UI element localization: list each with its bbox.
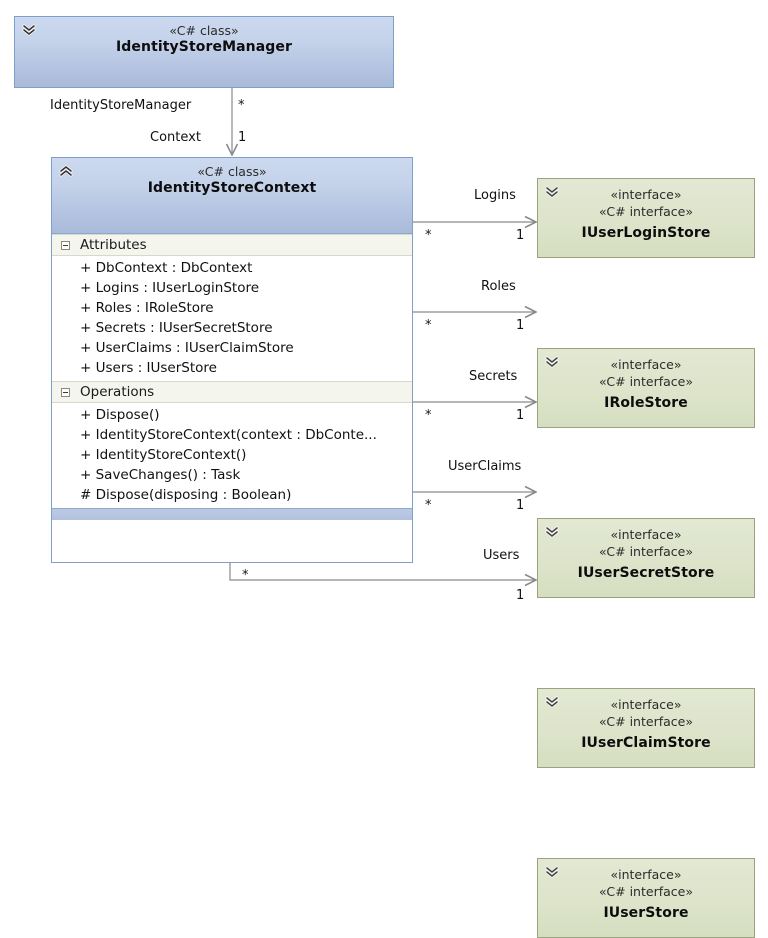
class-stereotype: «C# class»: [169, 23, 239, 38]
member-item: + Logins : IUserLoginStore: [80, 280, 260, 296]
class-identity-store-manager[interactable]: «C# class» IdentityStoreManager: [14, 16, 394, 88]
interface-stereotype-language: «C# interface»: [598, 544, 693, 559]
association-label-userclaims: UserClaims: [448, 459, 522, 474]
interface-stereotype-language: «C# interface»: [598, 884, 693, 899]
association-target-multiplicity: 1: [516, 498, 525, 513]
member-item: + Roles : IRoleStore: [80, 300, 214, 316]
association-label-logins: Logins: [474, 188, 516, 203]
class-stereotype: «C# class»: [197, 164, 267, 179]
interface-iusersecretstore[interactable]: «interface» «C# interface» IUserSecretSt…: [537, 518, 755, 598]
association-source-role-label: IdentityStoreManager: [50, 98, 192, 113]
minus-box-icon[interactable]: [61, 241, 70, 250]
compartment-title-label: Attributes: [80, 237, 147, 253]
compartment-members-attributes: + DbContext : DbContext + Logins : IUser…: [52, 256, 412, 381]
member-item: + Dispose(): [80, 407, 160, 423]
class-header-identity-store-context: «C# class» IdentityStoreContext: [52, 158, 412, 234]
association-target-multiplicity: 1: [516, 228, 525, 243]
compartment-title-label: Operations: [80, 384, 155, 400]
member-item: + Users : IUserStore: [80, 360, 217, 376]
member-item: + IdentityStoreContext(context : DbConte…: [80, 427, 377, 443]
chevron-double-down-icon[interactable]: [544, 184, 560, 200]
member-item: + IdentityStoreContext(): [80, 447, 247, 463]
chevron-double-down-icon[interactable]: [21, 22, 37, 38]
interface-stereotype-language: «C# interface»: [598, 374, 693, 389]
member-item: + Secrets : IUserSecretStore: [80, 320, 273, 336]
class-name: IdentityStoreContext: [147, 180, 317, 196]
association-label-secrets: Secrets: [469, 369, 518, 384]
association-target-multiplicity: 1: [516, 318, 525, 333]
diagram-canvas: «C# class» IdentityStoreManager Identity…: [14, 16, 755, 938]
interface-stereotype-language: «C# interface»: [598, 714, 693, 729]
association-target-multiplicity: 1: [238, 130, 247, 145]
interface-iuserstore[interactable]: «interface» «C# interface» IUserStore: [537, 858, 755, 938]
interface-name: IUserLoginStore: [581, 225, 711, 241]
interface-stereotype-primary: «interface»: [610, 187, 682, 202]
association-label-users: Users: [483, 548, 520, 563]
member-item: # Dispose(disposing : Boolean): [80, 487, 292, 503]
association-source-multiplicity: *: [425, 318, 432, 333]
interface-irolestore[interactable]: «interface» «C# interface» IRoleStore: [537, 348, 755, 428]
interface-name: IUserClaimStore: [581, 735, 711, 751]
association-source-multiplicity: *: [425, 228, 432, 243]
chevron-double-down-icon[interactable]: [544, 524, 560, 540]
class-footer-bar: [52, 508, 412, 520]
class-identity-store-context[interactable]: «C# class» IdentityStoreContext Attribut…: [51, 157, 413, 563]
interface-name: IUserStore: [603, 905, 689, 921]
association-source-multiplicity: *: [425, 408, 432, 423]
interface-iuserloginstore[interactable]: «interface» «C# interface» IUserLoginSto…: [537, 178, 755, 258]
association-source-multiplicity: *: [238, 98, 245, 113]
association-target-multiplicity: 1: [516, 588, 525, 603]
association-label-roles: Roles: [481, 279, 516, 294]
association-target-multiplicity: 1: [516, 408, 525, 423]
chevron-double-up-icon[interactable]: [58, 163, 74, 179]
association-source-multiplicity: *: [242, 568, 249, 583]
association-source-multiplicity: *: [425, 498, 432, 513]
class-name: IdentityStoreManager: [115, 39, 292, 55]
association-context-to-users: [229, 563, 536, 580]
member-item: + UserClaims : IUserClaimStore: [80, 340, 294, 356]
compartment-header-attributes[interactable]: Attributes: [52, 234, 412, 256]
member-item: + DbContext : DbContext: [80, 260, 253, 276]
chevron-double-down-icon[interactable]: [544, 354, 560, 370]
interface-iuserclaimstore[interactable]: «interface» «C# interface» IUserClaimSto…: [537, 688, 755, 768]
interface-stereotype-primary: «interface»: [610, 527, 682, 542]
class-header-identity-store-manager: «C# class» IdentityStoreManager: [15, 17, 393, 87]
interface-stereotype-primary: «interface»: [610, 867, 682, 882]
interface-name: IRoleStore: [604, 395, 688, 411]
compartment-header-operations[interactable]: Operations: [52, 381, 412, 403]
member-item: + SaveChanges() : Task: [80, 467, 241, 483]
association-target-role-label: Context: [150, 130, 201, 145]
minus-box-icon[interactable]: [61, 388, 70, 397]
interface-stereotype-primary: «interface»: [610, 357, 682, 372]
interface-stereotype-primary: «interface»: [610, 697, 682, 712]
interface-stereotype-language: «C# interface»: [598, 204, 693, 219]
compartment-members-operations: + Dispose() + IdentityStoreContext(conte…: [52, 403, 412, 508]
chevron-double-down-icon[interactable]: [544, 864, 560, 880]
chevron-double-down-icon[interactable]: [544, 694, 560, 710]
interface-name: IUserSecretStore: [577, 565, 715, 581]
